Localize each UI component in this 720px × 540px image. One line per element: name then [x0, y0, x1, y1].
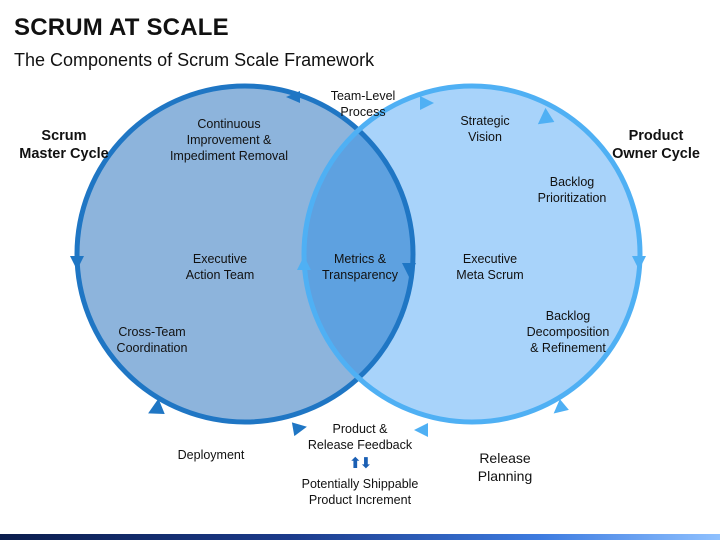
executive-meta-scrum-label: Executive Meta Scrum: [456, 252, 524, 282]
backlog-prioritization-label: Backlog Prioritization: [537, 175, 607, 205]
product-owner-cycle-label: Product Owner Cycle: [612, 128, 700, 162]
scrum-master-cycle-label: Scrum Master Cycle: [19, 128, 109, 162]
release-planning-label: Release Planning: [477, 450, 533, 484]
cycle-arrow-icon: [414, 423, 428, 437]
executive-action-team-label: Executive Action Team: [185, 252, 255, 282]
cycle-arrow-icon: [420, 96, 434, 110]
scrum-master-circle-outline: [74, 83, 416, 425]
product-owner-circle-outline: [301, 83, 643, 425]
cross-team-coordination-label: Cross-Team Coordination: [116, 325, 188, 355]
cycle-arrow-icon: [553, 399, 569, 414]
product-release-feedback-label: Product & Release Feedback: [307, 422, 413, 452]
cycle-arrow-icon: [402, 263, 416, 277]
bottom-accent-bar: [0, 534, 720, 540]
cycle-arrow-icon: [70, 256, 84, 270]
backlog-decomposition-label: Backlog Decomposition & Refinement: [526, 309, 610, 355]
cycle-arrow-icon: [537, 107, 555, 125]
cycle-arrow-icon: [297, 256, 311, 270]
metrics-transparency-label: Metrics & Transparency: [322, 252, 398, 282]
team-level-process-label: Team-Level Process: [330, 89, 396, 119]
potentially-shippable-increment-label: Potentially Shippable Product Increment: [301, 477, 419, 507]
continuous-improvement-label: Continuous Improvement & Impediment Remo…: [169, 117, 289, 163]
exchange-arrows-icon: ⬆⬇: [349, 455, 372, 472]
deployment-label: Deployment: [177, 448, 245, 462]
strategic-vision-label: Strategic Vision: [460, 114, 510, 144]
cycle-arrow-icon: [291, 422, 307, 437]
page-title: SCRUM AT SCALE: [14, 14, 229, 41]
cycle-arrow-icon: [148, 398, 165, 415]
cycle-arrow-icon: [286, 91, 300, 103]
cycle-arrow-icon: [632, 256, 646, 270]
page-subtitle: The Components of Scrum Scale Framework: [14, 50, 375, 70]
